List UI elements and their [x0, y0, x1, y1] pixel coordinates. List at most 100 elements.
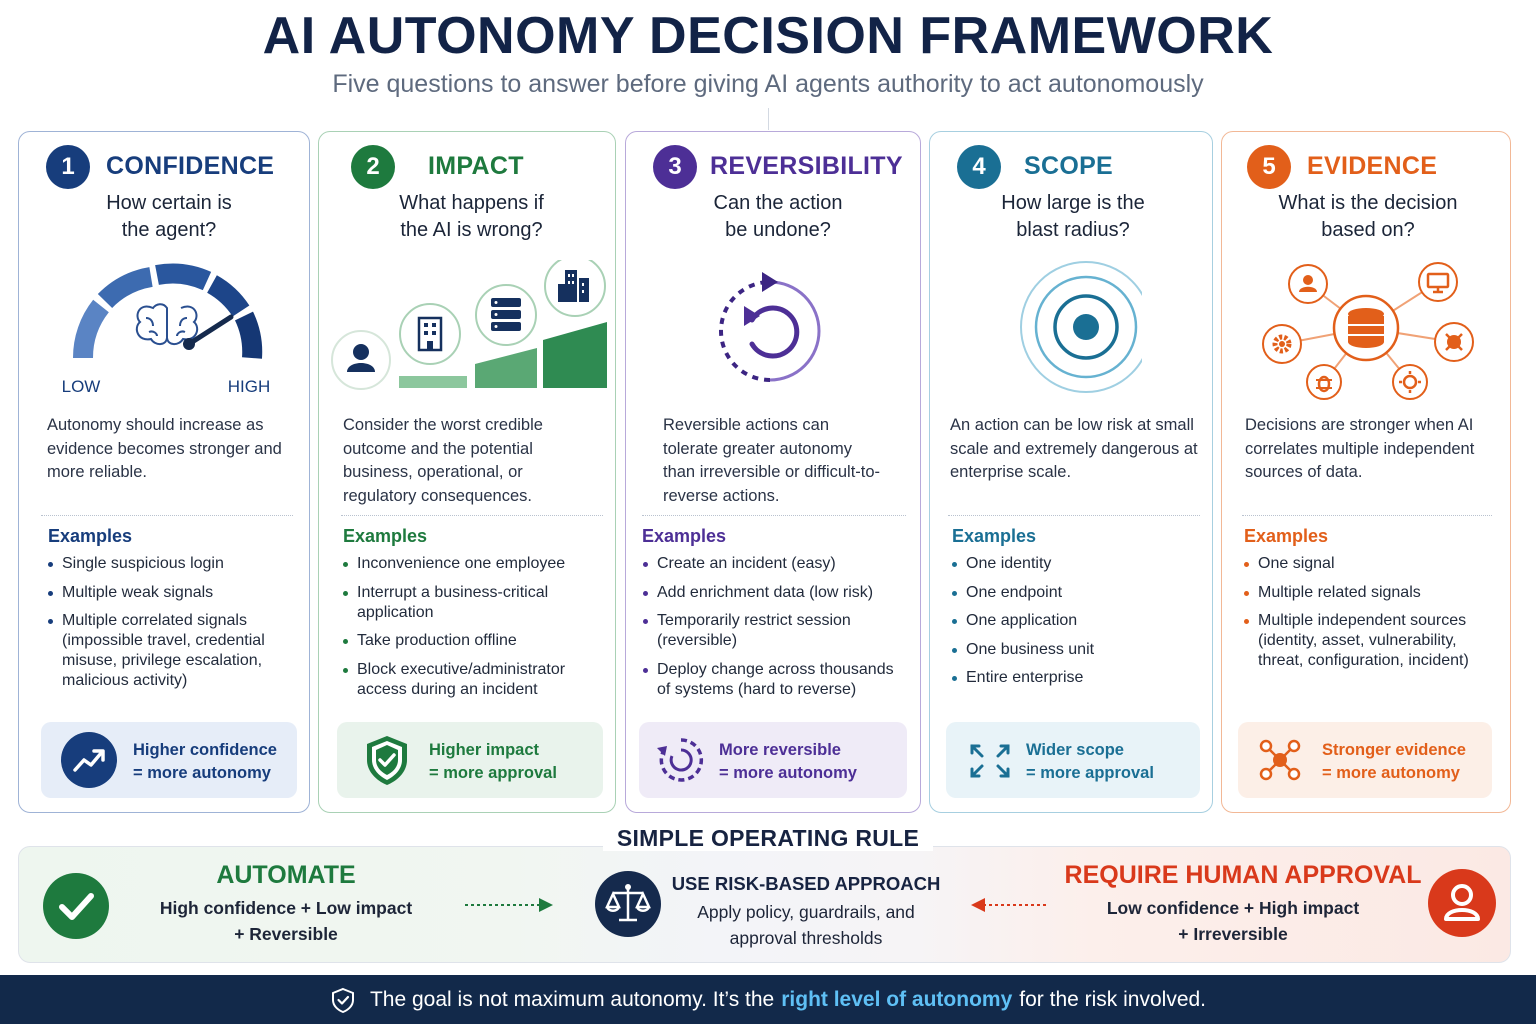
list-item: Multiple independent sources (identity, …	[1244, 611, 1506, 671]
callout-evidence: Stronger evidence= more autonomy	[1238, 722, 1492, 798]
footer-banner: The goal is not maximum autonomy. It’s t…	[0, 975, 1536, 1024]
callout-text: Wider scope= more approval	[1026, 741, 1154, 782]
page-subtitle: Five questions to answer before giving A…	[332, 70, 1204, 98]
callout-confidence: Higher confidence= more autonomy	[41, 722, 297, 798]
person-icon	[331, 330, 391, 390]
arrow-right-icon	[463, 895, 555, 915]
card-divider	[1242, 515, 1492, 516]
card-description: An action can be low risk at small scale…	[950, 416, 1198, 481]
list-item: Inconvenience one employee	[343, 554, 605, 574]
list-item: Interrupt a business-critical applicatio…	[343, 583, 605, 623]
list-item: Block executive/administrator access dur…	[343, 660, 605, 700]
footer-highlight: right level of autonomy	[781, 987, 1013, 1011]
user-source-icon	[1288, 264, 1328, 304]
cycle-arrows-icon	[653, 732, 709, 788]
list-item: Multiple correlated signals (impossible …	[48, 611, 298, 691]
enterprise-buildings-icon	[544, 255, 606, 317]
gauge-needle	[186, 314, 234, 347]
server-rack-icon	[475, 284, 537, 346]
gauge-high-label: HIGH	[228, 377, 271, 396]
list-item: Entire enterprise	[952, 668, 1202, 688]
operating-rule-panel: AUTOMATE High confidence + Low impact+ R…	[18, 846, 1511, 963]
card-description: Reversible actions can tolerate greater …	[663, 416, 881, 505]
scales-icon	[595, 871, 661, 937]
virus-source-icon	[1392, 364, 1428, 400]
card-number: 3	[653, 145, 697, 189]
card-divider	[341, 515, 603, 516]
list-item: Take production offline	[343, 631, 605, 651]
arrow-left-icon	[969, 895, 1051, 915]
monitor-source-icon	[1418, 262, 1458, 302]
card-divider	[642, 515, 906, 516]
card-description: Decisions are stronger when AI correlate…	[1245, 416, 1475, 481]
shield-check-icon	[359, 732, 415, 788]
person-circle-icon	[1428, 869, 1496, 937]
operating-rule-title: SIMPLE OPERATING RULE	[0, 825, 1536, 852]
examples-heading: Examples	[1244, 526, 1329, 546]
examples-list: Create an incident (easy) Add enrichment…	[643, 554, 908, 708]
list-item: One business unit	[952, 640, 1202, 660]
list-item: Add enrichment data (low risk)	[643, 583, 908, 603]
card-number: 5	[1247, 145, 1291, 189]
database-icon	[1348, 308, 1384, 348]
callout-text: Higher impact= more approval	[429, 741, 557, 782]
examples-list: Single suspicious login Multiple weak si…	[48, 554, 298, 700]
impact-escalation-icon	[327, 255, 612, 410]
threat-source-icon	[1434, 322, 1474, 362]
card-divider	[948, 515, 1200, 516]
footer-text-end: for the risk involved.	[1019, 987, 1207, 1011]
human-approval-heading: REQUIRE HUMAN APPROVAL	[1064, 861, 1422, 889]
list-item: Multiple weak signals	[48, 583, 298, 603]
network-nodes-icon	[1252, 732, 1308, 788]
card-title: CONFIDENCE	[106, 152, 275, 180]
examples-list: One signal Multiple related signals Mult…	[1244, 554, 1506, 680]
gauge-low-label: LOW	[62, 377, 101, 396]
list-item: One identity	[952, 554, 1202, 574]
brain-icon	[135, 303, 199, 346]
trend-up-icon	[61, 732, 117, 788]
page-title: AI AUTONOMY DECISION FRAMEWORK	[262, 7, 1274, 65]
risk-approach-heading: USE RISK-BASED APPROACH	[671, 873, 941, 894]
examples-heading: Examples	[952, 526, 1037, 546]
card-number: 2	[351, 145, 395, 189]
examples-heading: Examples	[48, 526, 133, 546]
automate-criteria: High confidence + Low impact+ Reversible	[159, 898, 413, 944]
human-approval-criteria: Low confidence + High impact+ Irreversib…	[1106, 898, 1360, 944]
list-item: Deploy change across thousands of system…	[643, 660, 908, 700]
target-radius-icon	[1002, 254, 1152, 404]
list-item: Temporarily restrict session (reversible…	[643, 611, 908, 651]
examples-heading: Examples	[642, 526, 727, 546]
office-building-icon	[399, 303, 461, 365]
gear-source-icon	[1262, 324, 1302, 364]
card-divider	[41, 515, 293, 516]
card-number: 1	[46, 145, 90, 189]
examples-heading: Examples	[343, 526, 428, 546]
callout-text: Stronger evidence= more autonomy	[1322, 741, 1466, 782]
check-circle-icon	[43, 873, 109, 939]
callout-scope: Wider scope= more approval	[946, 722, 1200, 798]
card-title: IMPACT	[428, 152, 524, 180]
gauge-icon: LOW HIGH	[39, 254, 289, 404]
examples-list: Inconvenience one employee Interrupt a b…	[343, 554, 605, 708]
shield-icon	[330, 987, 356, 1013]
card-number: 4	[957, 145, 1001, 189]
undo-circle-icon	[706, 254, 846, 404]
callout-impact: Higher impact= more approval	[337, 722, 603, 798]
data-sources-hub-icon	[1250, 258, 1482, 408]
list-item: One application	[952, 611, 1202, 631]
callout-text: Higher confidence= more autonomy	[133, 741, 277, 782]
expand-arrows-icon	[962, 732, 1018, 788]
title-connector	[768, 108, 769, 130]
